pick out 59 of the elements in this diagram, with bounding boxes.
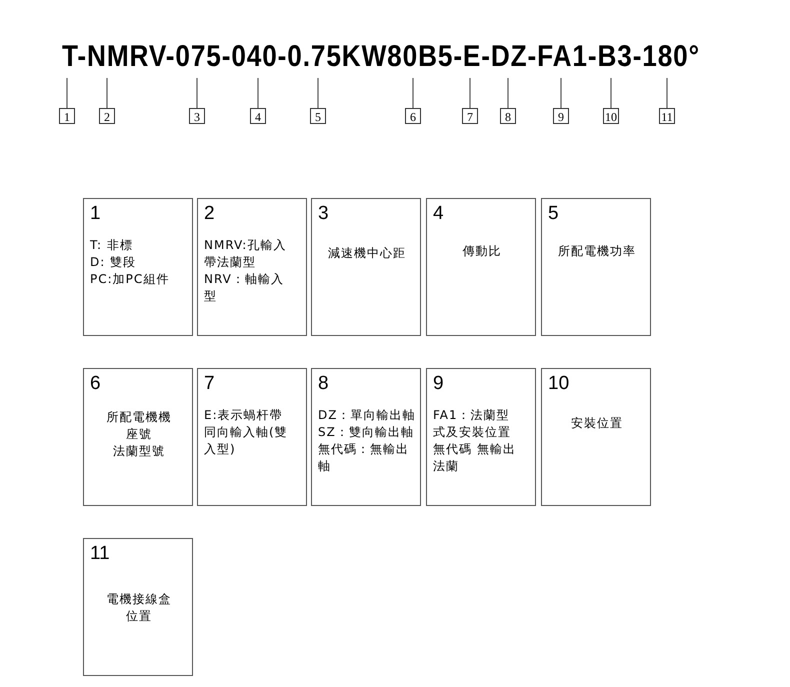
description-text: SZ：雙向輸出軸 bbox=[318, 424, 415, 441]
description-text: E:表示蝸杆帶同向輸入軸(雙入型) bbox=[204, 407, 289, 458]
leader-line bbox=[66, 78, 68, 108]
description-card bbox=[426, 368, 536, 506]
description-card bbox=[541, 198, 651, 336]
description-card bbox=[426, 198, 536, 336]
description-card bbox=[83, 538, 193, 676]
description-text: 傳動比 bbox=[462, 243, 502, 260]
callout-number: 9 bbox=[553, 108, 569, 124]
description-text: FA1：法蘭型式及安裝位置 bbox=[433, 407, 512, 441]
description-text: 無代碼：無輸出軸 bbox=[318, 441, 410, 475]
description-card bbox=[197, 198, 307, 336]
description-card bbox=[311, 198, 421, 336]
item-number: 10 bbox=[548, 373, 570, 395]
item-number: 9 bbox=[433, 373, 445, 395]
callout-number: 6 bbox=[405, 108, 421, 124]
leader-line bbox=[196, 78, 198, 108]
item-number: 4 bbox=[433, 203, 445, 225]
description-text: NMRV:孔輸入帶法蘭型 bbox=[204, 237, 288, 271]
item-number: 6 bbox=[90, 373, 102, 395]
description-text: 無代碼 無輸出法蘭 bbox=[433, 441, 517, 475]
description-text: 所配電機機座號 bbox=[106, 409, 172, 443]
description-card bbox=[83, 198, 193, 336]
item-number: 1 bbox=[90, 203, 102, 225]
callout-number: 2 bbox=[99, 108, 115, 124]
leader-line bbox=[412, 78, 414, 108]
description-text: 安裝位置 bbox=[570, 415, 624, 432]
callout-number: 4 bbox=[250, 108, 266, 124]
description-text: 法蘭型號 bbox=[112, 443, 166, 460]
description-card bbox=[541, 368, 651, 506]
callout-number: 3 bbox=[189, 108, 205, 124]
leader-line bbox=[610, 78, 612, 108]
description-text: 所配電機功率 bbox=[557, 243, 637, 260]
description-text: 減速機中心距 bbox=[327, 245, 407, 262]
callout-number: 11 bbox=[659, 108, 675, 124]
callout-number: 8 bbox=[500, 108, 516, 124]
item-number: 2 bbox=[204, 203, 216, 225]
leader-line bbox=[560, 78, 562, 108]
callout-number: 10 bbox=[603, 108, 619, 124]
model-code: T-NMRV-075-040-0.75KW80B5-E-DZ-FA1-B3-180° bbox=[62, 40, 700, 74]
item-number: 8 bbox=[318, 373, 330, 395]
item-number: 7 bbox=[204, 373, 216, 395]
description-text: PC:加PC組件 bbox=[90, 271, 170, 288]
leader-line bbox=[106, 78, 108, 108]
leader-line bbox=[666, 78, 668, 108]
description-card bbox=[197, 368, 307, 506]
description-text: T: 非標 bbox=[90, 237, 134, 254]
callout-number: 7 bbox=[462, 108, 478, 124]
description-text: 電機接線盒位置 bbox=[106, 591, 172, 625]
item-number: 5 bbox=[548, 203, 560, 225]
description-text: DZ：單向輸出軸 bbox=[318, 407, 416, 424]
description-text: D: 雙段 bbox=[90, 254, 138, 271]
description-card bbox=[83, 368, 193, 506]
item-number: 3 bbox=[318, 203, 330, 225]
item-number: 11 bbox=[90, 543, 111, 565]
description-card bbox=[311, 368, 421, 506]
callout-number: 5 bbox=[310, 108, 326, 124]
description-text: NRV：軸輸入型 bbox=[204, 271, 285, 305]
callout-number: 1 bbox=[59, 108, 75, 124]
